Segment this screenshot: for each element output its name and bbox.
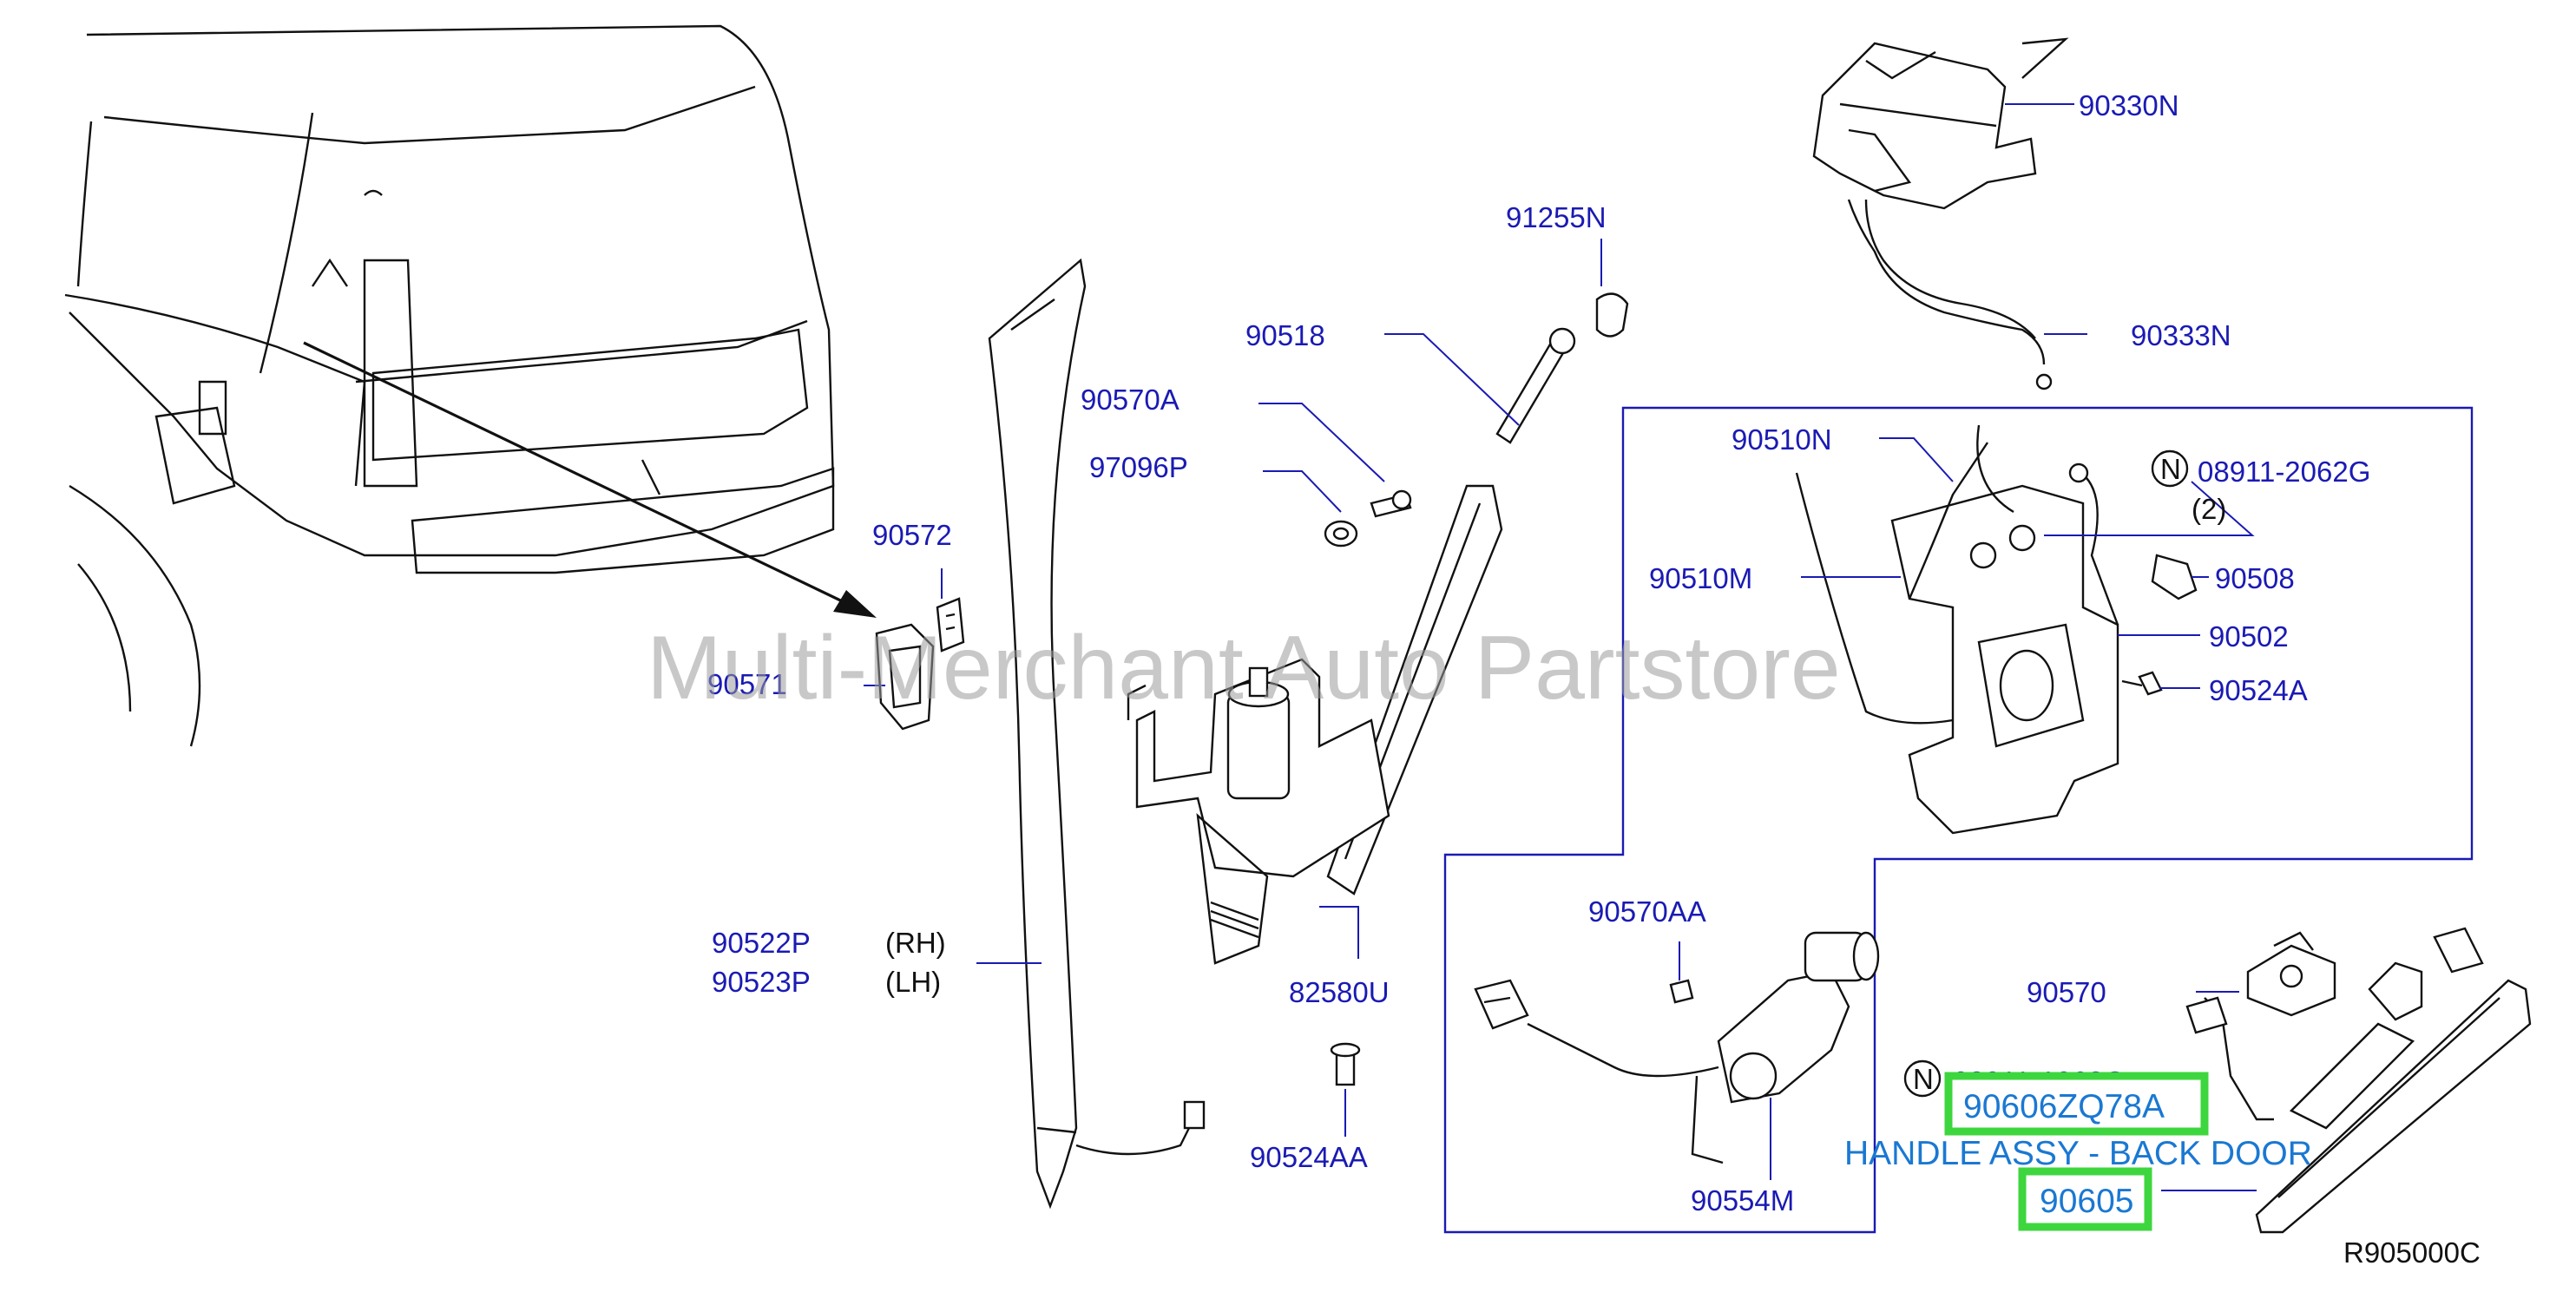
- label-90502[interactable]: 90502: [2209, 620, 2289, 653]
- label-90330N[interactable]: 90330N: [2079, 89, 2179, 121]
- label-90510M[interactable]: 90510M: [1649, 562, 1752, 594]
- n-marker-1062G: N: [1903, 1059, 1942, 1098]
- vehicle-rear-illustration: [64, 24, 877, 747]
- label-91255N[interactable]: 91255N: [1506, 201, 1607, 233]
- latch-90330N-illustration: [1812, 37, 2069, 390]
- label-90570A[interactable]: 90570A: [1081, 384, 1180, 416]
- handle-90605-illustration: [2185, 927, 2532, 1234]
- clip-90570-illustration: [2246, 931, 2336, 1017]
- label-rh: (RH): [885, 927, 946, 959]
- label-90524AA[interactable]: 90524AA: [1250, 1141, 1368, 1173]
- trim-panel-90522P-illustration: [988, 258, 1206, 1210]
- highlight-handle-part[interactable]: 90606ZQ78A: [1944, 1072, 2209, 1136]
- label-90508[interactable]: 90508: [2215, 562, 2295, 594]
- n-circle-icon: [2151, 449, 2189, 488]
- diagram-code: R905000C: [2343, 1236, 2481, 1269]
- handle-description: HANDLE ASSY - BACK DOOR: [1844, 1135, 2312, 1172]
- highlight-box: [1944, 1072, 2209, 1136]
- bracket-90508-illustration: [2151, 554, 2198, 600]
- label-lh: (LH): [885, 966, 941, 998]
- bracket-90572-illustration: [936, 597, 965, 653]
- watermark-text: Multi-Merchant Auto Partstore: [647, 618, 1841, 718]
- label-qty-2: (2): [2192, 493, 2226, 525]
- actuator-82580U-illustration: [1127, 658, 1390, 965]
- label-90510N[interactable]: 90510N: [1732, 423, 1832, 456]
- label-97096P[interactable]: 97096P: [1089, 451, 1188, 483]
- nut-97096P-illustration: [1324, 520, 1358, 548]
- n-marker-2062G: N: [2151, 449, 2189, 488]
- motor-90554M-illustration: [1474, 931, 1880, 1164]
- label-90554M[interactable]: 90554M: [1691, 1184, 1794, 1217]
- bracket-90571-illustration: [875, 623, 935, 731]
- bolt-90524AA-illustration: [1330, 1042, 1361, 1086]
- bolt-90570A-illustration: [1370, 489, 1412, 518]
- lock-90502-illustration: [1795, 424, 2119, 835]
- label-90333N[interactable]: 90333N: [2131, 319, 2231, 351]
- screw-90570AA-illustration: [1669, 979, 1694, 1004]
- label-90570AA[interactable]: 90570AA: [1588, 895, 1706, 928]
- n-circle-icon: [1903, 1059, 1942, 1098]
- label-90522P[interactable]: 90522P: [712, 927, 811, 959]
- label-90524A[interactable]: 90524A: [2209, 674, 2308, 706]
- highlight-handle-ref[interactable]: 90605: [2018, 1167, 2152, 1231]
- label-90572[interactable]: 90572: [872, 519, 952, 551]
- svg-text:N: N: [2160, 453, 2181, 485]
- handle-part-number[interactable]: 90606ZQ78A: [1963, 1088, 2165, 1125]
- label-90518[interactable]: 90518: [1245, 319, 1325, 351]
- label-82580U[interactable]: 82580U: [1289, 976, 1390, 1008]
- svg-text:N: N: [1913, 1063, 1934, 1095]
- part-labels: 91255N 90518 90570A 97096P 90572 90571 9…: [707, 89, 2370, 1217]
- highlight-box: [2018, 1167, 2152, 1231]
- handle-ref-number[interactable]: 90605: [2040, 1183, 2133, 1220]
- arrow-head-icon: [833, 590, 877, 618]
- label-08911-2062G[interactable]: 08911-2062G: [2198, 456, 2370, 488]
- screw-90524A-illustration: [2121, 671, 2163, 696]
- lock-assembly-frame: [1443, 406, 2474, 1234]
- label-90570[interactable]: 90570: [2027, 976, 2106, 1008]
- label-90523P[interactable]: 90523P: [712, 966, 811, 998]
- label-90571[interactable]: 90571: [707, 668, 787, 700]
